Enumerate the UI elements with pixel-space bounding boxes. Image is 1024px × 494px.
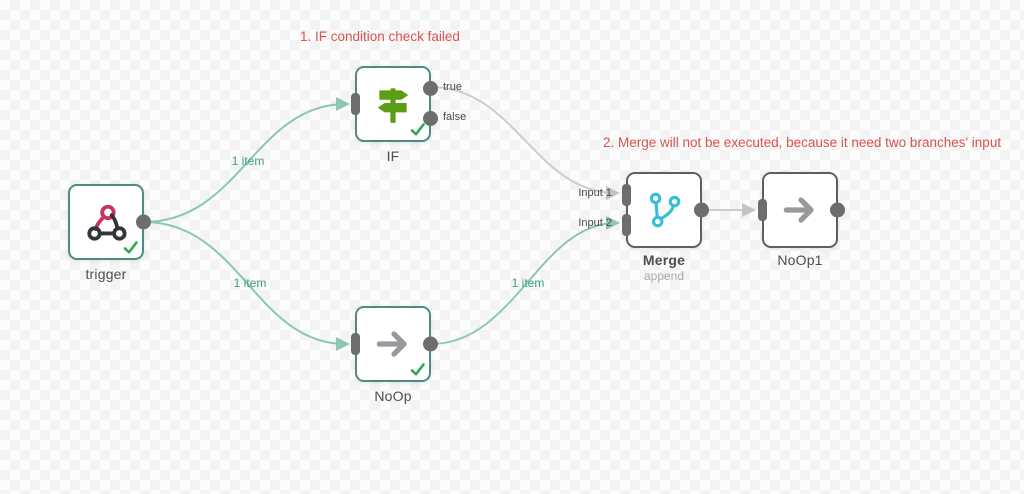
input-port[interactable] bbox=[758, 199, 767, 221]
node-label-trigger: trigger bbox=[85, 266, 127, 282]
edge-label-trigger-if: 1 item bbox=[231, 154, 265, 168]
success-check-icon bbox=[410, 363, 425, 376]
input-port[interactable] bbox=[351, 333, 360, 355]
edge-label-trigger-noop: 1 item bbox=[233, 276, 267, 290]
node-trigger[interactable] bbox=[68, 184, 151, 260]
arrow-right-icon bbox=[376, 331, 407, 357]
output-port[interactable] bbox=[423, 336, 438, 352]
annotation-if-failed: 1. IF condition check failed bbox=[300, 29, 460, 44]
output-port[interactable] bbox=[830, 202, 845, 218]
node-if[interactable] bbox=[351, 66, 438, 142]
success-check-icon bbox=[410, 123, 425, 136]
wire-noop-to-merge-input2 bbox=[430, 216, 620, 345]
input-label-2: Input 2 bbox=[578, 217, 612, 229]
output-label-true: true bbox=[443, 81, 462, 93]
output-port-true[interactable] bbox=[423, 81, 438, 96]
output-port[interactable] bbox=[136, 214, 151, 230]
node-sublabel-merge: append bbox=[643, 269, 685, 283]
success-check-icon bbox=[123, 241, 138, 254]
annotation-merge-not-executed: 2. Merge will not be executed, because i… bbox=[603, 135, 1002, 150]
wire-trigger-to-noop bbox=[143, 221, 350, 351]
input-port-2[interactable] bbox=[622, 214, 631, 236]
input-port[interactable] bbox=[351, 93, 360, 115]
node-merge[interactable] bbox=[622, 172, 709, 248]
output-port[interactable] bbox=[694, 202, 709, 218]
node-label-if: IF bbox=[386, 148, 400, 164]
node-label-noop1: NoOp1 bbox=[777, 252, 823, 268]
wire-if-true-to-merge-input1 bbox=[430, 86, 620, 200]
signpost-icon bbox=[377, 88, 409, 123]
input-label-1: Input 1 bbox=[578, 187, 612, 199]
edge-label-noop-merge: 1 item bbox=[511, 276, 545, 290]
node-noop[interactable] bbox=[351, 306, 438, 382]
merge-branch-icon bbox=[649, 192, 681, 228]
output-label-false: false bbox=[443, 111, 467, 123]
node-noop1[interactable] bbox=[758, 172, 845, 248]
node-label-noop: NoOp bbox=[374, 388, 412, 404]
node-label-merge: Merge bbox=[642, 252, 686, 268]
wire-trigger-to-if bbox=[143, 97, 350, 223]
output-port-false[interactable] bbox=[423, 111, 438, 126]
input-port-1[interactable] bbox=[622, 184, 631, 206]
arrow-right-icon bbox=[783, 197, 814, 223]
webhook-icon bbox=[87, 204, 127, 241]
